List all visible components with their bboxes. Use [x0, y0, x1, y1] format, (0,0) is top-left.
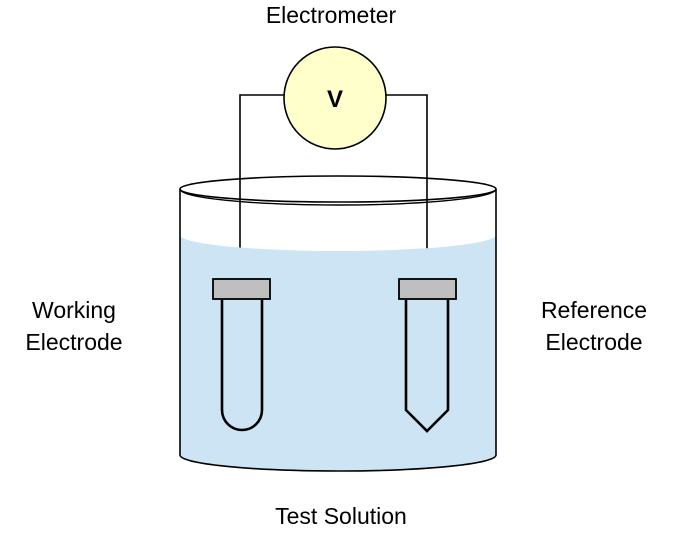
beaker-rim [179, 175, 497, 203]
reference-electrode-body [404, 300, 450, 433]
reference-electrode-cap [398, 278, 457, 300]
electrometer-circle [283, 46, 387, 150]
voltmeter-symbol: V [327, 86, 343, 113]
left-wire [239, 94, 285, 278]
test-solution-label: Test Solution [275, 503, 407, 529]
working-electrode-cap [212, 278, 271, 300]
reference-electrode-label-line2: Electrode [545, 329, 642, 355]
working-electrode-label-line2: Electrode [25, 329, 122, 355]
electrometer-label: Electrometer [266, 2, 397, 28]
beaker-inner-rim [179, 188, 497, 206]
working-electrode-body [220, 300, 264, 432]
reference-electrode-label-line1: Reference [541, 297, 647, 323]
beaker-bottom [179, 454, 497, 472]
working-electrode-label-line1: Working [32, 297, 116, 323]
right-wire [386, 94, 428, 278]
